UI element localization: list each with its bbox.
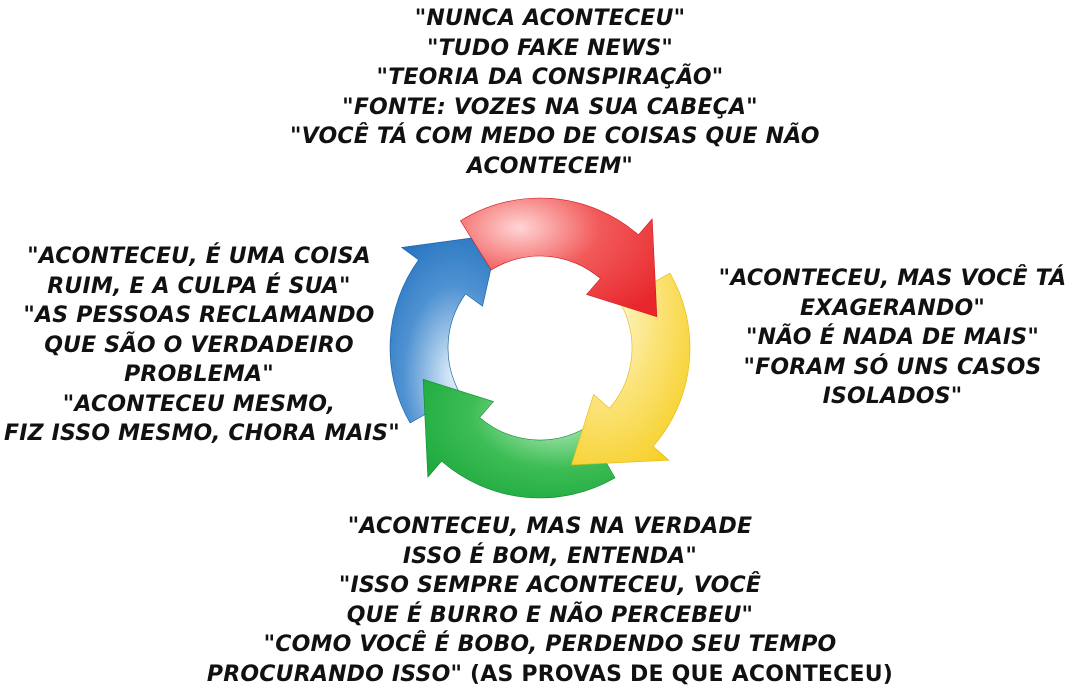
right-line: "ACONTECEU, MAS VOCÊ TÁ (718, 266, 1067, 291)
bottom-line: "ACONTECEU, MAS NA VERDADE (347, 514, 753, 539)
right-line: EXAGERANDO" (799, 295, 986, 321)
bottom-line: "COMO VOCÊ É BOBO, PERDENDO SEU TEMPO (263, 632, 837, 657)
bottom-last-line-quote: PROCURANDO ISSO" (206, 661, 463, 687)
top-line: "VOCÊ TÁ COM MEDO DE COISAS QUE NÃO (290, 124, 820, 149)
top-line: "FONTE: VOZES NA SUA CABEÇA" (342, 94, 758, 120)
left-line: PROBLEMA" (124, 362, 274, 387)
cycle-arrow-red (460, 197, 658, 318)
right-text-block: "ACONTECEU, MAS VOCÊ TÁ EXAGERANDO" "NÃO… (715, 264, 1070, 412)
bottom-last-line-note: (AS PROVAS DE QUE ACONTECEU) (462, 661, 894, 687)
left-line: "ACONTECEU, É UMA COISA (27, 244, 371, 269)
cycle-arrow-green (422, 378, 616, 499)
right-line: "NÃO É NADA DE MAIS" (745, 325, 1040, 350)
bottom-line: QUE É BURRO E NÃO PERCEBEU" (346, 602, 754, 628)
cycle-arrow-blue (389, 233, 500, 424)
right-line: ISOLADOS" (822, 384, 963, 409)
top-line: "TEORIA DA CONSPIRAÇÃO" (376, 65, 724, 90)
top-line: "NUNCA ACONTECEU" (414, 6, 686, 31)
top-line: "TUDO FAKE NEWS" (426, 35, 674, 61)
top-line: ACONTECEM" (466, 153, 634, 179)
top-text-block: "NUNCA ACONTECEU" "TUDO FAKE NEWS" "TEOR… (290, 4, 820, 181)
left-line: QUE SÃO O VERDADEIRO (44, 332, 354, 358)
right-line: "FORAM SÓ UNS CASOS (743, 354, 1042, 380)
cycle-diagram (389, 197, 691, 499)
bottom-last-line: PROCURANDO ISSO" (AS PROVAS DE QUE ACONT… (200, 660, 900, 690)
bottom-text-block: "ACONTECEU, MAS NA VERDADE ISSO É BOM, E… (200, 512, 900, 689)
left-line: RUIM, E A CULPA É SUA" (47, 273, 351, 299)
cycle-arrow-yellow (570, 272, 691, 466)
bottom-line: ISSO É BOM, ENTENDA" (402, 543, 698, 569)
left-line: FIZ ISSO MESMO, CHORA MAIS" (4, 421, 400, 446)
bottom-line: "ISSO SEMPRE ACONTECEU, VOCÊ (338, 573, 762, 598)
left-line: "ACONTECEU MESMO, (62, 391, 336, 417)
left-line: "AS PESSOAS RECLAMANDO (23, 303, 375, 328)
left-text-block: "ACONTECEU, É UMA COISA RUIM, E A CULPA … (4, 242, 400, 449)
